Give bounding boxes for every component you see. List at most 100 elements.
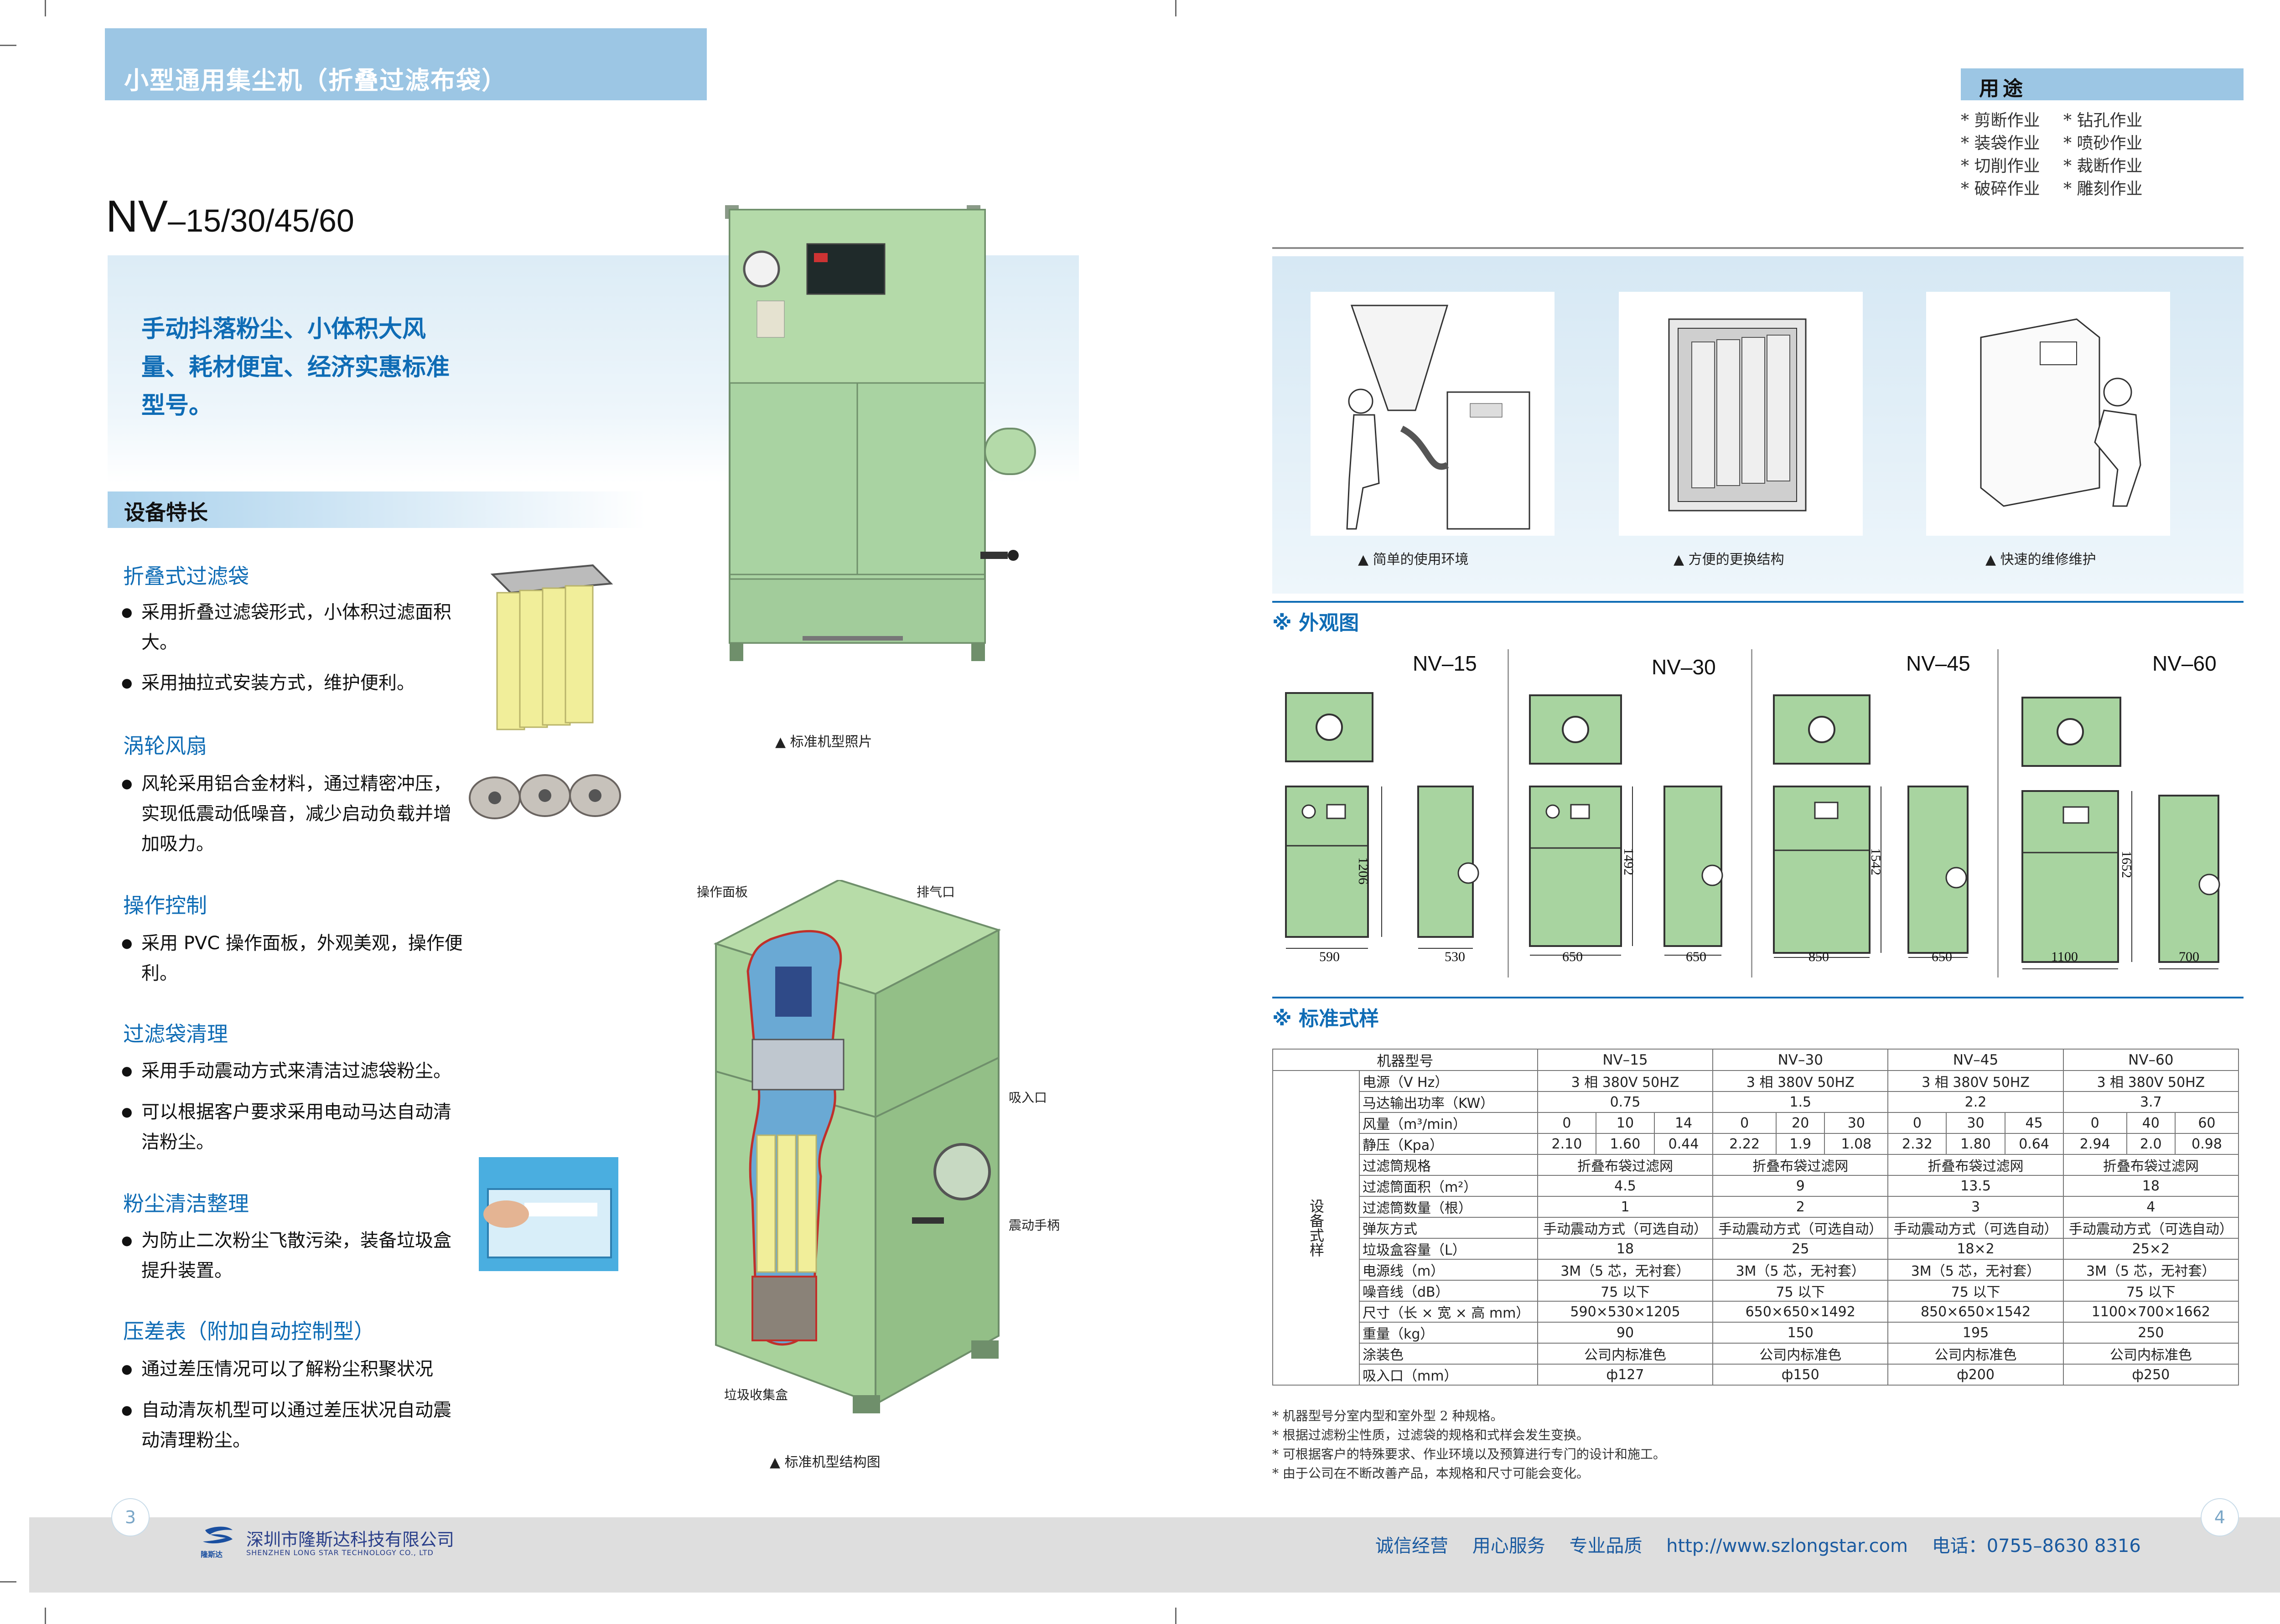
table-cell: 公司内标准色 [1712,1343,1889,1365]
table-cell: 1.08 [1824,1133,1889,1155]
table-cell: 75 以下 [1537,1280,1714,1302]
divider [1272,247,2244,249]
table-header: 机器型号 [1272,1049,1538,1071]
dust-drawer-photo [479,1157,618,1271]
table-cell: 3 相 380V 50HZ [1887,1070,2064,1092]
website-link[interactable]: http://www.szlongstar.com [1666,1536,1908,1557]
maintenance-photo [1926,292,2170,536]
bullet-item: 通过差压情况可以了解粉尘积聚状况 [121,1354,468,1384]
dim-depth: 530 [1445,949,1465,964]
model-label: NV–30 [1652,655,1716,679]
usage-photo [1311,292,1555,536]
table-cell: 20 [1776,1112,1825,1134]
table-header: NV–45 [1887,1049,2064,1071]
dim-height: 1492 [1621,848,1636,875]
table-cell: 3M（5 芯，无衬套） [2062,1259,2239,1281]
table-row-label: 电源（V Hz） [1359,1070,1538,1092]
replacement-photo [1619,292,1863,536]
table-cell: 1100×700×1662 [2062,1301,2239,1323]
table-cell: 1 [1537,1196,1714,1218]
table-cell: 公司内标准色 [2062,1343,2239,1365]
bullet-item: 采用折叠过滤袋形式，小体积过滤面积大。 [121,597,468,657]
table-cell: 手动震动方式（可选自动） [1887,1217,2064,1239]
table-cell: 2.2 [1887,1091,2064,1113]
use-item: * 装袋作业 [1961,134,2040,153]
structure-caption: ▲ 标准机型结构图 [770,1454,881,1470]
table-cell: 18×2 [1887,1238,2064,1260]
photo-caption-usage: ▲ 简单的使用环境 [1358,552,1469,568]
footer-slogan: 诚信经营 [1375,1536,1448,1557]
footer-contact: 诚信经营 用心服务 专业品质 http://www.szlongstar.com… [1375,1531,2159,1557]
footer-slogan: 专业品质 [1569,1536,1643,1557]
footer-bar [29,1517,2280,1593]
table-group-label: 设备式样 [1272,1070,1360,1386]
bullet-item: 采用 PVC 操作面板，外观美观，操作便利。 [121,928,468,988]
filter-bag-illustration [490,564,613,730]
table-cell: 30 [1946,1112,2005,1134]
table-cell: 2.0 [2126,1133,2176,1155]
table-cell: 75 以下 [1712,1280,1889,1302]
table-cell: 25×2 [2062,1238,2239,1260]
model-divider [1508,649,1509,978]
table-cell: 75 以下 [2062,1280,2239,1302]
table-cell: ф250 [2062,1364,2239,1386]
table-cell: 90 [1537,1322,1714,1344]
table-cell: 0 [1712,1112,1777,1134]
table-cell: 45 [2004,1112,2064,1134]
table-cell: 850×650×1542 [1887,1301,2064,1323]
table-cell: 3M（5 芯，无衬套） [1537,1259,1714,1281]
model-drawing [1285,692,1479,949]
table-row-label: 弹灰方式 [1359,1217,1538,1239]
note-item: * 根据过滤粉尘性质，过滤袋的规格和式样会发生变换。 [1272,1427,1589,1443]
table-cell: 40 [2126,1112,2176,1134]
table-cell: 2.94 [2062,1133,2127,1155]
structure-label-inlet: 吸入口 [1009,1090,1047,1105]
photo-caption-replacement: ▲ 方便的更换结构 [1674,552,1784,568]
features-bar: 设备特长 [108,491,646,528]
table-cell: 3 [1887,1196,2064,1218]
crop-mark [1175,0,1176,16]
structure-label-handle: 震动手柄 [1009,1218,1060,1233]
model-suffix: –15/30/45/60 [168,203,354,238]
dim-height: 1206 [1356,857,1371,884]
section-title-pressure-gauge: 压差表（附加自动控制型） [123,1319,375,1344]
table-cell: 3 相 380V 50HZ [2062,1070,2239,1092]
dim-depth: 650 [1932,949,1952,964]
company-logo [203,1526,233,1544]
crop-mark [0,45,16,46]
dim-width: 650 [1562,949,1583,964]
table-cell: ф150 [1712,1364,1889,1386]
table-row-label: 电源线（m） [1359,1259,1538,1281]
table-cell: 195 [1887,1322,2064,1344]
features-heading: 设备特长 [124,500,208,525]
use-item: * 切削作业 [1961,157,2040,176]
use-item: * 破碎作业 [1961,180,2040,198]
page-number: 3 [111,1498,150,1536]
use-item: * 剪断作业 [1961,111,2040,130]
table-cell: 13.5 [1887,1175,2064,1197]
model-prefix: NV [106,191,168,241]
use-item: * 裁断作业 [2063,157,2143,176]
bullet-item: 风轮采用铝合金材料，通过精密冲压，实现低震动低噪音，减少启动负载并增加吸力。 [121,769,468,859]
section-title-folding-bag: 折叠式过滤袋 [123,564,249,589]
section-title-dust-disposal: 粉尘清洁整理 [123,1191,249,1216]
table-cell: 0.44 [1653,1133,1714,1155]
dim-width: 1100 [2051,949,2078,964]
machine-photo [725,205,1036,661]
table-cell: 18 [1537,1238,1714,1260]
model-label: NV–45 [1906,652,1970,675]
table-header: NV–60 [2062,1049,2239,1071]
table-cell: 0 [1887,1112,1947,1134]
logo-text: 隆斯达 [201,1550,223,1559]
page-number: 4 [2201,1498,2239,1536]
section-rule [1272,601,2244,603]
note-item: * 可根据客户的特殊要求、作业环境以及预算进行专门的设计和施工。 [1272,1447,1666,1462]
fan-wheel-illustration [469,774,621,819]
use-item: * 钻孔作业 [2063,111,2143,130]
crop-mark [1175,1608,1176,1624]
model-divider [1751,649,1752,978]
table-cell: 手动震动方式（可选自动） [1537,1217,1714,1239]
